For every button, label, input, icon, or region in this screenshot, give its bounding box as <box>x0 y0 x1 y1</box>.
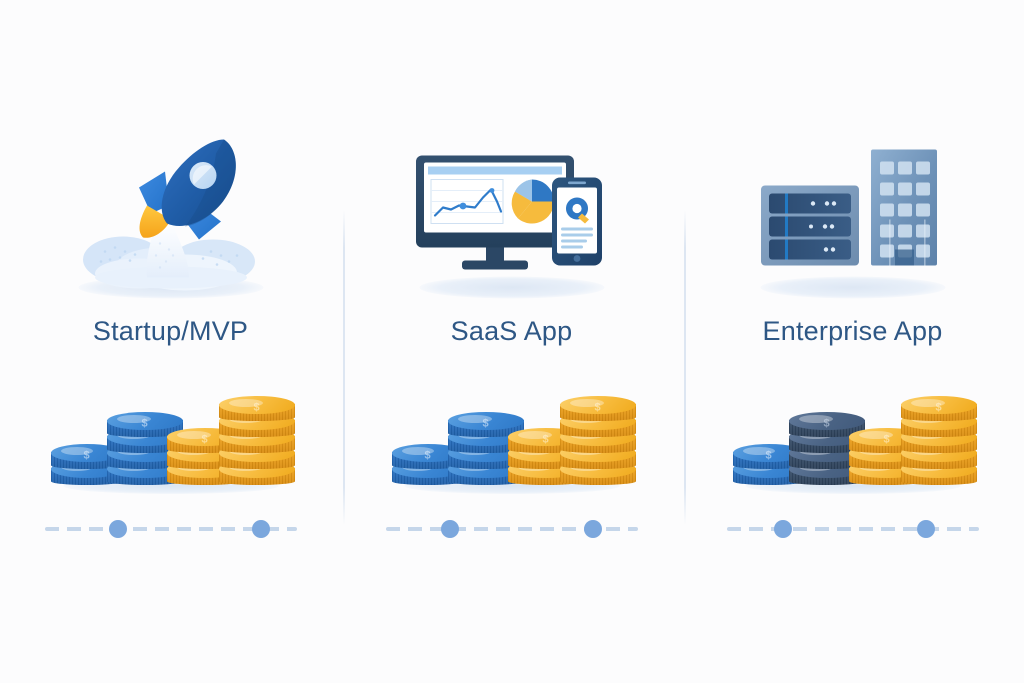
coin-stack-gold-tall: $ <box>218 394 295 486</box>
coin-stack-blue-tall: $ <box>447 410 524 486</box>
panel-divider-1 <box>343 210 345 525</box>
timeline-enterprise-app[interactable] <box>682 516 1023 542</box>
monitor-stand-neck <box>485 243 504 264</box>
coin-stack-gold-tall: $ <box>900 394 977 486</box>
server-icon <box>743 128 963 303</box>
rocket-exhaust <box>145 221 189 278</box>
panel-divider-2 <box>684 210 686 525</box>
coin-group-startup-mvp: $ $ $ <box>0 375 341 500</box>
coin-stack-blue-short: $ <box>732 444 805 486</box>
server-rack-icon <box>760 185 859 266</box>
coin-stack-slate-tall: $ <box>788 410 865 486</box>
mobile-phone-icon <box>551 177 602 266</box>
coin-stack-blue-tall: $ <box>106 410 183 486</box>
panel-startup-mvp[interactable]: Startup/MVP $ $ <box>0 120 341 540</box>
illustration-enterprise-app <box>682 120 1023 310</box>
coin-stack-blue-short: $ <box>391 444 464 486</box>
timeline-dashed-line <box>726 527 979 531</box>
coin-group-enterprise-app: $ $ $ $ <box>682 375 1023 500</box>
timeline-dot-2[interactable] <box>584 520 602 538</box>
office-building-icon <box>870 149 937 266</box>
panel-saas-app[interactable]: SaaS App $ $ $ <box>341 120 682 540</box>
timeline-dot-2[interactable] <box>917 520 935 538</box>
timeline-dashed-line <box>385 527 638 531</box>
illustration-saas-app <box>341 120 682 310</box>
panel-label-startup-mvp: Startup/MVP <box>92 316 249 346</box>
timeline-startup-mvp[interactable] <box>0 516 341 542</box>
illustration-shadow <box>760 276 945 299</box>
pie-chart-icon <box>511 179 554 224</box>
coin-group-saas-app: $ $ $ $ <box>341 375 682 500</box>
rocket-flame <box>139 205 171 238</box>
illustration-startup-mvp <box>0 120 341 310</box>
timeline-dot-1[interactable] <box>774 520 792 538</box>
timeline-dot-2[interactable] <box>252 520 270 538</box>
coin-stack-gold-tall: $ <box>559 394 636 486</box>
coin-stack-blue-short: $ <box>50 444 123 486</box>
timeline-dashed-line <box>44 527 297 531</box>
rocket-fin-left <box>138 171 169 214</box>
screen-titlebar <box>427 166 562 175</box>
timeline-saas-app[interactable] <box>341 516 682 542</box>
rocket-icon <box>61 128 281 303</box>
monitor-icon <box>402 128 622 303</box>
panel-label-saas-app: SaaS App <box>450 316 573 346</box>
panel-enterprise-app[interactable]: Enterprise App $ $ $ <box>682 120 1023 540</box>
timeline-dot-1[interactable] <box>441 520 459 538</box>
timeline-dot-1[interactable] <box>109 520 127 538</box>
monitor-stand-base <box>461 260 528 270</box>
illustration-shadow <box>419 276 604 299</box>
panel-label-enterprise-app: Enterprise App <box>762 316 943 346</box>
